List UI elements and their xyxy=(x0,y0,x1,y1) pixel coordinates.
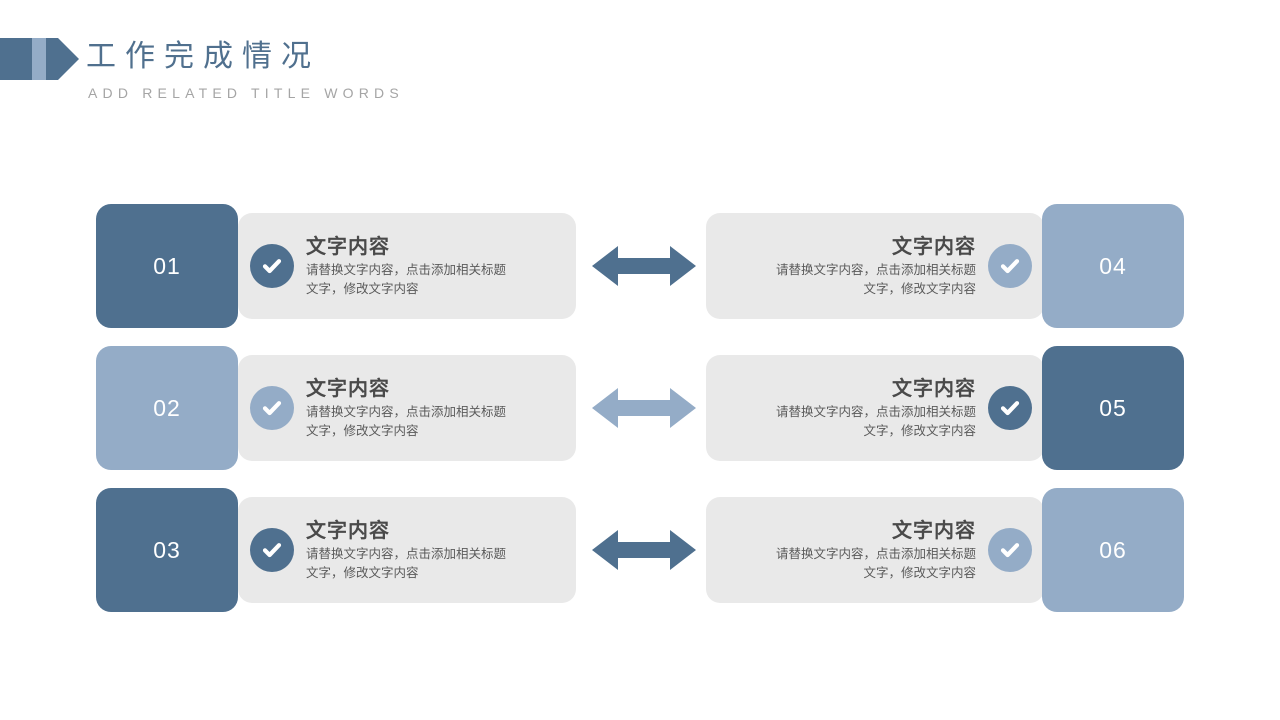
info-panel[interactable]: 文字内容请替换文字内容，点击添加相关标题文字，修改文字内容 xyxy=(238,213,576,319)
number-badge[interactable]: 03 xyxy=(96,488,238,612)
panel-body: 请替换文字内容，点击添加相关标题文字，修改文字内容 xyxy=(718,261,976,299)
panel-body-line: 文字，修改文字内容 xyxy=(863,423,976,438)
double-headed-arrow-icon xyxy=(592,526,696,574)
number-badge[interactable]: 05 xyxy=(1042,346,1184,470)
panel-text-block: 文字内容请替换文字内容，点击添加相关标题文字，修改文字内容 xyxy=(714,518,988,583)
panel-body: 请替换文字内容，点击添加相关标题文字，修改文字内容 xyxy=(718,403,976,441)
check-circle-icon xyxy=(250,386,294,430)
panel-text-block: 文字内容请替换文字内容，点击添加相关标题文字，修改文字内容 xyxy=(294,234,568,299)
panel-heading: 文字内容 xyxy=(306,377,390,400)
panel-body-line: 文字，修改文字内容 xyxy=(306,281,419,296)
panel-body-line: 请替换文字内容，点击添加相关标题 xyxy=(306,404,507,419)
panel-body-line: 请替换文字内容，点击添加相关标题 xyxy=(306,262,507,277)
panel-body-line: 请替换文字内容，点击添加相关标题 xyxy=(775,404,976,419)
panel-heading: 文字内容 xyxy=(892,519,976,542)
check-circle-icon xyxy=(250,244,294,288)
panel-heading: 文字内容 xyxy=(306,519,390,542)
number-badge-label: 05 xyxy=(1099,394,1127,421)
number-badge-label: 06 xyxy=(1099,536,1127,563)
page-title: 工作完成情况 xyxy=(86,40,320,73)
slide-header: 工作完成情况 ADD RELATED TITLE WORDS xyxy=(0,0,1280,130)
panel-body-line: 文字，修改文字内容 xyxy=(306,423,419,438)
check-circle-icon xyxy=(988,528,1032,572)
arrow-banner-decoration-icon xyxy=(0,38,80,80)
panel-text-block: 文字内容请替换文字内容，点击添加相关标题文字，修改文字内容 xyxy=(294,376,568,441)
panel-text-block: 文字内容请替换文字内容，点击添加相关标题文字，修改文字内容 xyxy=(714,376,988,441)
panel-body-line: 请替换文字内容，点击添加相关标题 xyxy=(775,262,976,277)
panel-body-line: 文字，修改文字内容 xyxy=(863,281,976,296)
panel-body: 请替换文字内容，点击添加相关标题文字，修改文字内容 xyxy=(718,545,976,583)
panel-heading: 文字内容 xyxy=(892,235,976,258)
panel-body-line: 文字，修改文字内容 xyxy=(863,565,976,580)
panel-body-line: 文字，修改文字内容 xyxy=(306,565,419,580)
page-subtitle: ADD RELATED TITLE WORDS xyxy=(88,85,404,101)
double-headed-arrow-icon xyxy=(592,242,696,290)
number-badge-label: 03 xyxy=(153,536,181,563)
info-panel[interactable]: 文字内容请替换文字内容，点击添加相关标题文字，修改文字内容 xyxy=(238,497,576,603)
double-headed-arrow-icon xyxy=(592,384,696,432)
panel-heading: 文字内容 xyxy=(892,377,976,400)
info-panel[interactable]: 文字内容请替换文字内容，点击添加相关标题文字，修改文字内容 xyxy=(238,355,576,461)
number-badge-label: 02 xyxy=(153,394,181,421)
panel-body: 请替换文字内容，点击添加相关标题文字，修改文字内容 xyxy=(306,545,564,583)
panel-text-block: 文字内容请替换文字内容，点击添加相关标题文字，修改文字内容 xyxy=(714,234,988,299)
number-badge[interactable]: 06 xyxy=(1042,488,1184,612)
panel-text-block: 文字内容请替换文字内容，点击添加相关标题文字，修改文字内容 xyxy=(294,518,568,583)
info-panel[interactable]: 文字内容请替换文字内容，点击添加相关标题文字，修改文字内容 xyxy=(706,213,1044,319)
check-circle-icon xyxy=(988,386,1032,430)
check-circle-icon xyxy=(250,528,294,572)
info-panel[interactable]: 文字内容请替换文字内容，点击添加相关标题文字，修改文字内容 xyxy=(706,497,1044,603)
panel-heading: 文字内容 xyxy=(306,235,390,258)
number-badge[interactable]: 02 xyxy=(96,346,238,470)
number-badge-label: 04 xyxy=(1099,252,1127,279)
panel-body-line: 请替换文字内容，点击添加相关标题 xyxy=(306,546,507,561)
panel-body-line: 请替换文字内容，点击添加相关标题 xyxy=(775,546,976,561)
number-badge[interactable]: 01 xyxy=(96,204,238,328)
check-circle-icon xyxy=(988,244,1032,288)
panel-body: 请替换文字内容，点击添加相关标题文字，修改文字内容 xyxy=(306,403,564,441)
number-badge-label: 01 xyxy=(153,252,181,279)
panel-body: 请替换文字内容，点击添加相关标题文字，修改文字内容 xyxy=(306,261,564,299)
number-badge[interactable]: 04 xyxy=(1042,204,1184,328)
info-panel[interactable]: 文字内容请替换文字内容，点击添加相关标题文字，修改文字内容 xyxy=(706,355,1044,461)
